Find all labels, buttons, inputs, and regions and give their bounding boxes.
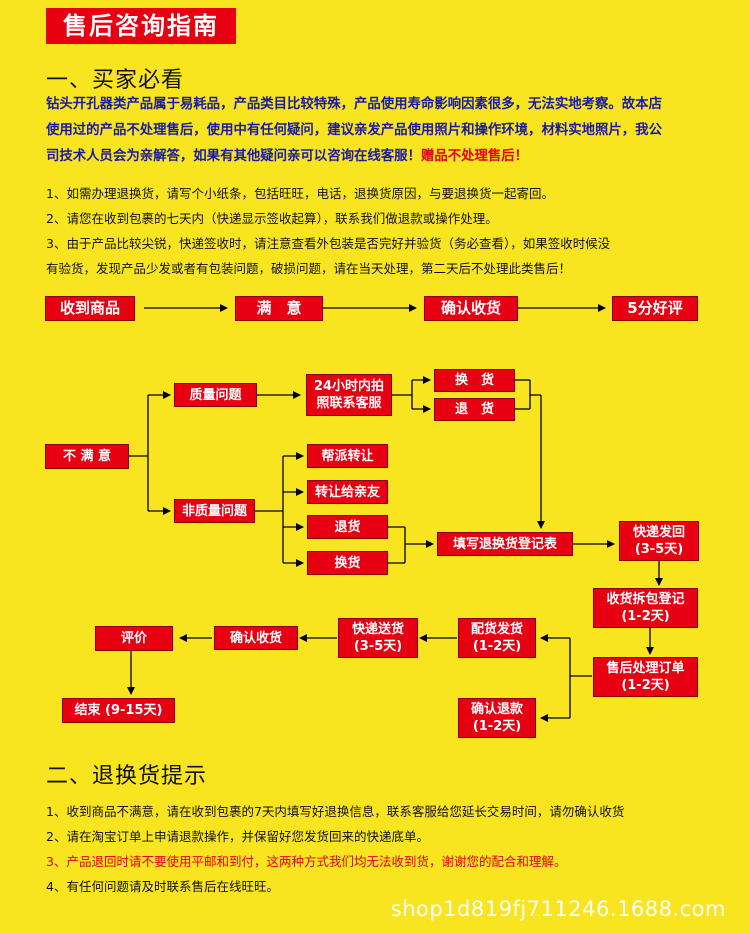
flow-satisfied: 满 意 bbox=[235, 296, 323, 321]
list-item: 2、请在淘宝订单上申请退款操作，并保留好您发货回来的快递底单。 bbox=[46, 829, 429, 844]
flow-confirm-refund-line2: (1-2天) bbox=[472, 719, 522, 734]
flow-receive-goods: 收到商品 bbox=[45, 296, 135, 321]
section2-heading: 二、退换货提示 bbox=[46, 764, 208, 789]
list-item: 有验货，发现产品少发或者有包装问题，破损问题，请在当天处理，第二天后不处理此类售… bbox=[46, 261, 572, 276]
flow-fill-form: 填写退换货登记表 bbox=[437, 532, 573, 556]
flow-aftersale-order-line2: (1-2天) bbox=[621, 678, 670, 693]
flow-aftersale-order-line1: 售后处理订单 bbox=[606, 661, 685, 676]
section2-list: 1、收到商品不满意，请在收到包裹的7天内填写好退换信息，联系客服给您延长交易时间… bbox=[46, 799, 746, 899]
flow-receive-register-line1: 收货拆包登记 bbox=[606, 592, 685, 607]
flow-express-return: 快递发回 (3-5天) bbox=[619, 521, 699, 561]
list-item: 3、由于产品比较尖锐，快递签收时，请注意查看外包装是否完好并验货（务必查看），如… bbox=[46, 236, 611, 251]
intro-line: 使用过的产品不处理售后，使用中有任何疑问，建议亲发产品使用照片和操作环境，材料实… bbox=[46, 123, 662, 138]
flow-quality-issue: 质量问题 bbox=[174, 383, 257, 407]
flow-confirm-receive: 确认收货 bbox=[214, 626, 298, 650]
flow-transfer-friend: 转让给亲友 bbox=[307, 480, 388, 504]
list-item: 1、如需办理退换货，请写个小纸条，包括旺旺，电话，退换货原因，与要退换货一起寄回… bbox=[46, 186, 554, 201]
flow-express-send-line2: (3-5天) bbox=[353, 639, 403, 654]
section1-heading: 一、买家必看 bbox=[46, 68, 185, 93]
flow-confirm-receipt: 确认收货 bbox=[424, 296, 518, 321]
intro-line: 钻头开孔器类产品属于易耗品，产品类目比较特殊，产品使用寿命影响因素很多，无法实地… bbox=[46, 97, 662, 112]
flow-ship-goods-line1: 配货发货 bbox=[470, 622, 523, 637]
flow-express-return-line2: (3-5天) bbox=[634, 542, 684, 557]
list-item: 2、请您在收到包裹的七天内（快递显示签收起算），联系我们做退款或操作处理。 bbox=[46, 211, 498, 226]
flow-express-send: 快递送货 (3-5天) bbox=[338, 618, 418, 658]
intro-text: 司技术人员会为亲解答，如果有其他疑问亲可以咨询在线客服！ bbox=[46, 149, 421, 164]
list-item: 3、产品退回时请不要使用平邮和到付，这两种方式我们均无法收到货，谢谢您的配合和理… bbox=[46, 854, 567, 869]
flow-confirm-refund-line1: 确认退款 bbox=[470, 702, 523, 717]
flow-five-star-review: 5分好评 bbox=[612, 296, 698, 321]
shop-watermark: shop1d819fj711246.1688.com bbox=[390, 897, 726, 921]
intro-red-text: 赠品不处理售后！ bbox=[420, 149, 529, 164]
flow-photo-contact: 24小时内拍 照联系客服 bbox=[306, 374, 392, 416]
section1-intro: 钻头开孔器类产品属于易耗品，产品类目比较特殊，产品使用寿命影响因素很多，无法实地… bbox=[46, 92, 726, 170]
flow-exchange-a: 换 货 bbox=[434, 369, 515, 392]
flow-end: 结束 (9-15天) bbox=[62, 698, 175, 723]
flow-receive-register: 收货拆包登记 (1-2天) bbox=[593, 588, 698, 628]
flow-unsatisfied: 不 满 意 bbox=[45, 444, 129, 469]
flow-aftersale-order: 售后处理订单 (1-2天) bbox=[593, 657, 698, 697]
list-item: 1、收到商品不满意，请在收到包裹的7天内填写好退换信息，联系客服给您延长交易时间… bbox=[46, 804, 625, 819]
flow-review: 评价 bbox=[95, 626, 173, 651]
page-title: 售后咨询指南 bbox=[46, 8, 236, 44]
list-item: 4、有任何问题请及时联系售后在线旺旺。 bbox=[46, 879, 279, 894]
flow-ship-goods: 配货发货 (1-2天) bbox=[458, 618, 536, 658]
flow-refund-a: 退 货 bbox=[434, 398, 515, 421]
flow-confirm-refund: 确认退款 (1-2天) bbox=[458, 698, 536, 738]
flow-photo-line1: 24小时内拍 bbox=[313, 379, 385, 394]
intro-line: 司技术人员会为亲解答，如果有其他疑问亲可以咨询在线客服！赠品不处理售后！ bbox=[46, 144, 726, 170]
flow-non-quality-issue: 非质量问题 bbox=[174, 499, 255, 523]
flow-refund-b: 退货 bbox=[307, 515, 388, 539]
flow-exchange-b: 换货 bbox=[307, 551, 388, 575]
flow-express-return-line1: 快递发回 bbox=[632, 525, 685, 540]
flow-photo-line2: 照联系客服 bbox=[316, 396, 382, 411]
flow-ship-goods-line2: (1-2天) bbox=[472, 639, 522, 654]
flow-receive-register-line2: (1-2天) bbox=[621, 609, 670, 624]
flow-express-send-line1: 快递送货 bbox=[351, 622, 404, 637]
section1-list: 1、如需办理退换货，请写个小纸条，包括旺旺，电话，退换货原因，与要退换货一起寄回… bbox=[46, 181, 736, 281]
flow-help-transfer: 帮派转让 bbox=[307, 444, 388, 468]
